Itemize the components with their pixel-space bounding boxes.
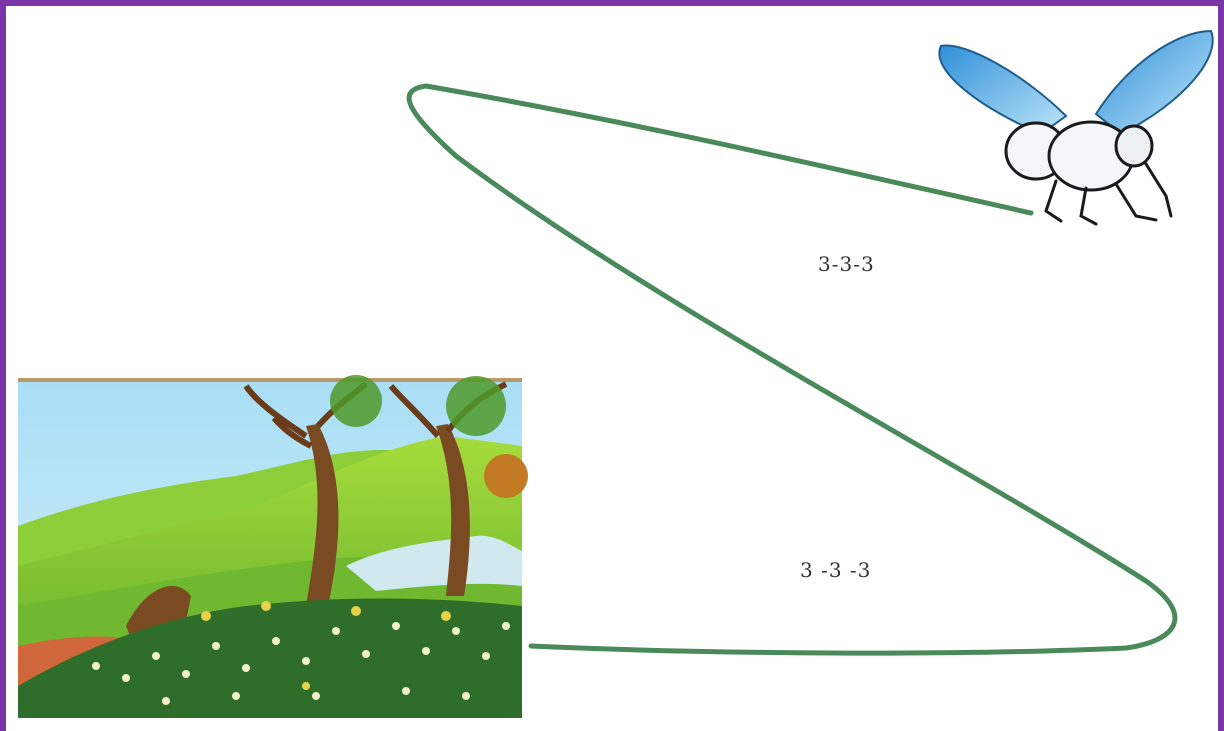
diagram-artwork <box>6 6 1218 731</box>
landscape-picture <box>18 375 528 718</box>
path-label-top: 3-3-3 <box>818 252 875 276</box>
fly-icon <box>939 31 1212 224</box>
path-label-bottom: 3 -3 -3 <box>800 558 871 582</box>
